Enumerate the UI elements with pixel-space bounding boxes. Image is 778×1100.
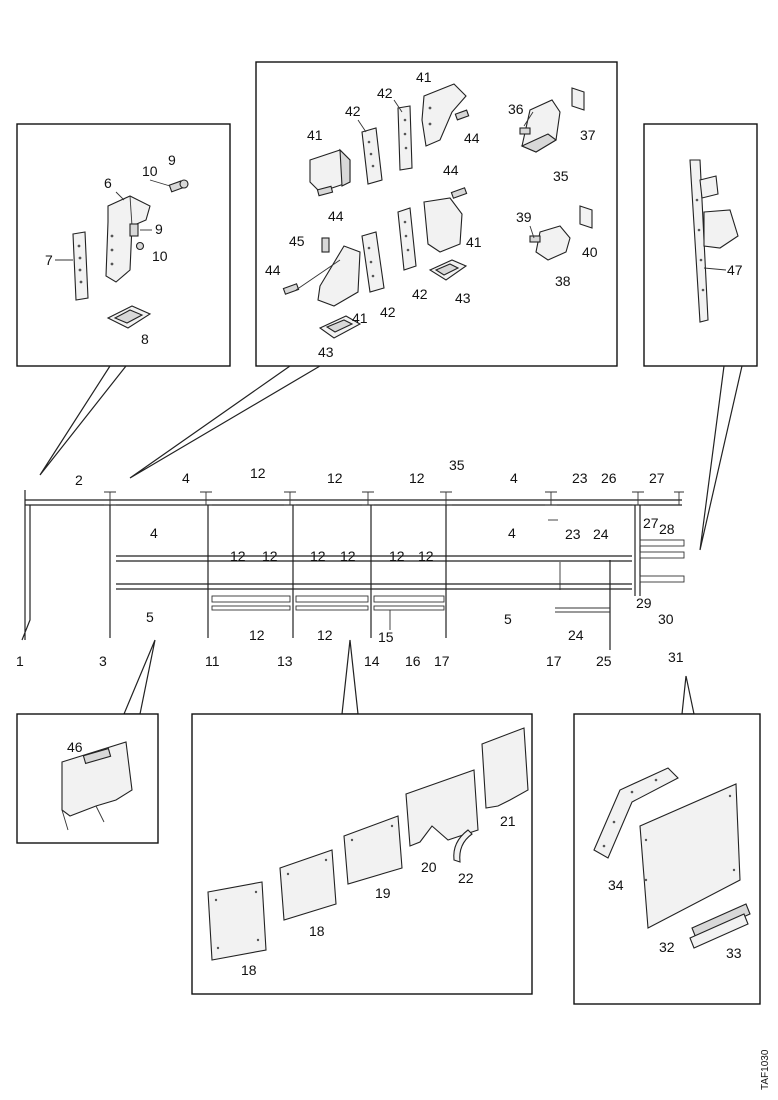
callout-26: 26 [601,470,617,486]
callout-44: 44 [443,162,459,178]
callout-41: 41 [416,69,432,85]
callout-19: 19 [375,885,391,901]
callout-22: 22 [458,870,474,886]
callout-41: 41 [307,127,323,143]
callout-5: 5 [504,611,512,627]
callout-33: 33 [726,945,742,961]
callout-12: 12 [409,470,425,486]
chassis-frame [21,490,685,650]
callout-42: 42 [377,85,393,101]
callout-44: 44 [328,208,344,224]
callout-17: 17 [434,653,450,669]
callout-16: 16 [405,653,421,669]
detail-box-47: 47 [643,123,758,367]
callout-35: 35 [553,168,569,184]
callout-43: 43 [318,344,334,360]
callout-23: 23 [572,470,588,486]
detail-box-panels: 18 18 19 20 21 22 [191,713,533,995]
callout-42: 42 [380,304,396,320]
main-callouts: 2 4 12 12 12 35 4 23 26 27 4 4 23 24 27 … [16,457,684,669]
callout-44: 44 [464,130,480,146]
callout-34: 34 [608,877,624,893]
callout-10: 10 [152,248,168,264]
callout-30: 30 [658,611,674,627]
callout-12: 12 [418,548,434,564]
callout-2: 2 [75,472,83,488]
callout-46: 46 [67,739,83,755]
callout-28: 28 [659,521,675,537]
callout-14: 14 [364,653,380,669]
callout-20: 20 [421,859,437,875]
leader-lines-bottom [123,639,695,715]
callout-9: 9 [155,221,163,237]
detail-box-46: 46 [16,713,159,844]
callout-29: 29 [636,595,652,611]
callout-41: 41 [466,234,482,250]
figure-ref: TAF1030 [760,1049,771,1090]
callout-1: 1 [16,653,24,669]
callout-24: 24 [568,627,584,643]
callout-10: 10 [142,163,158,179]
callout-4: 4 [510,470,518,486]
callout-11: 11 [205,653,220,669]
callout-15: 15 [378,629,394,645]
callout-27: 27 [649,470,665,486]
detail-box-mudguard: 34 32 33 [573,713,761,1005]
callout-18: 18 [241,962,257,978]
callout-18: 18 [309,923,325,939]
callout-5: 5 [146,609,154,625]
callout-27: 27 [643,515,659,531]
callout-4: 4 [508,525,516,541]
callout-21: 21 [500,813,516,829]
detail-box-bracket: 6 7 8 9 10 9 10 [16,123,231,367]
callout-41: 41 [352,310,368,326]
callout-39: 39 [516,209,532,225]
callout-23: 23 [565,526,581,542]
callout-45: 45 [289,233,305,249]
callout-42: 42 [412,286,428,302]
detail-box-hangers: 41 42 42 41 44 36 37 35 44 44 39 40 38 4… [255,61,618,367]
callout-38: 38 [555,273,571,289]
callout-12: 12 [250,465,266,481]
callout-40: 40 [582,244,598,260]
callout-17: 17 [546,653,562,669]
callout-37: 37 [580,127,596,143]
callout-36: 36 [508,101,524,117]
callout-47: 47 [727,262,743,278]
callout-12: 12 [340,548,356,564]
callout-12: 12 [317,627,333,643]
callout-4: 4 [182,470,190,486]
callout-7: 7 [45,252,53,268]
callout-43: 43 [455,290,471,306]
callout-8: 8 [141,331,149,347]
callout-35: 35 [449,457,465,473]
callout-3: 3 [99,653,107,669]
callout-44: 44 [265,262,281,278]
callout-13: 13 [277,653,293,669]
callout-24: 24 [593,526,609,542]
callout-9: 9 [168,152,176,168]
callout-42: 42 [345,103,361,119]
callout-12: 12 [310,548,326,564]
callout-12: 12 [389,548,405,564]
callout-12: 12 [249,627,265,643]
callout-12: 12 [262,548,278,564]
callout-31: 31 [668,649,684,665]
callout-25: 25 [596,653,612,669]
callout-32: 32 [659,939,675,955]
callout-12: 12 [327,470,343,486]
leader-lines-top [39,365,743,551]
callout-4: 4 [150,525,158,541]
callout-6: 6 [104,175,112,191]
callout-12: 12 [230,548,246,564]
